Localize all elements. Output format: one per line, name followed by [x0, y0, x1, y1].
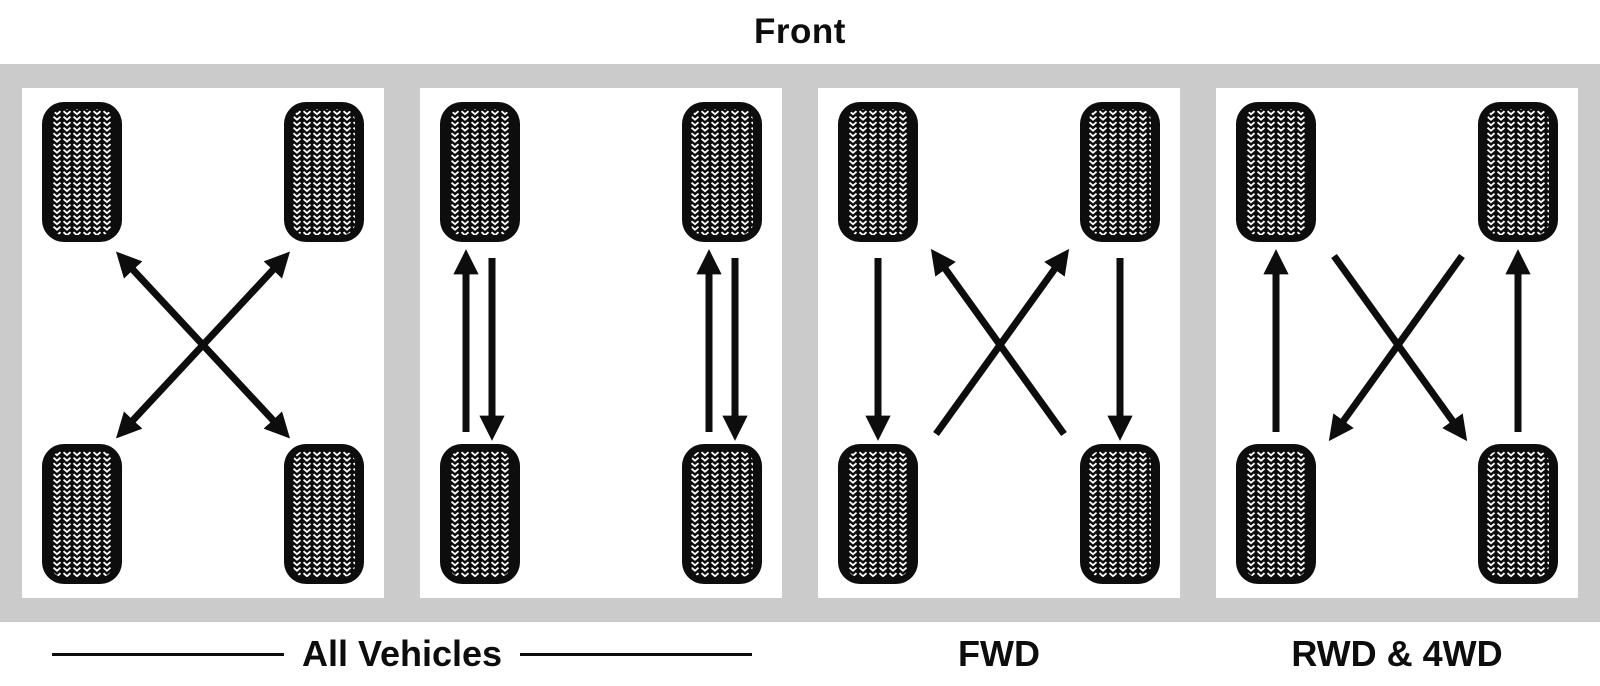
tire-front-right: [284, 102, 364, 242]
all-vehicles-label: All Vehicles: [301, 633, 503, 674]
panel-front-to-back: [420, 88, 782, 598]
right-rule: [520, 652, 753, 656]
rotation-arrow-front-right-to-rear-left: [1328, 253, 1465, 442]
panel-rwd-4wd: [1216, 88, 1578, 598]
legend-row: All Vehicles FWD RWD & 4WD: [0, 622, 1600, 686]
diagram-band: [0, 64, 1600, 622]
front-label: Front: [754, 12, 846, 51]
rotation-arrow-rear-left-to-front-right: [115, 251, 291, 439]
tire-rear-left: [42, 444, 122, 584]
legend-all-vehicles: All Vehicles: [22, 633, 782, 675]
panel-fwd: [818, 88, 1180, 598]
tire-rear-right: [1080, 444, 1160, 584]
legend-rwd-4wd: RWD & 4WD: [1216, 633, 1578, 675]
tire-rear-right: [1478, 444, 1558, 584]
tire-rear-right: [682, 444, 762, 584]
tire-rear-left: [1236, 444, 1316, 584]
rotation-panel-svg: [1236, 102, 1558, 584]
tire-front-left: [1236, 102, 1316, 242]
tire-front-left: [42, 102, 122, 242]
tire-front-left: [838, 102, 918, 242]
tire-rear-left: [838, 444, 918, 584]
rotation-arrow-rear-right-to-front-left: [930, 248, 1067, 437]
legend-fwd: FWD: [818, 633, 1180, 675]
fwd-label: FWD: [958, 633, 1040, 674]
rotation-panel-svg: [838, 102, 1160, 584]
left-rule: [52, 652, 284, 656]
tire-front-right: [682, 102, 762, 242]
rotation-panel-svg: [42, 102, 364, 584]
tire-front-left: [440, 102, 520, 242]
rwd-4wd-label: RWD & 4WD: [1291, 633, 1503, 674]
tire-front-right: [1080, 102, 1160, 242]
rotation-panel-svg: [440, 102, 762, 584]
tire-rear-left: [440, 444, 520, 584]
tire-front-right: [1478, 102, 1558, 242]
tire-rear-right: [284, 444, 364, 584]
panel-crisscross: [22, 88, 384, 598]
